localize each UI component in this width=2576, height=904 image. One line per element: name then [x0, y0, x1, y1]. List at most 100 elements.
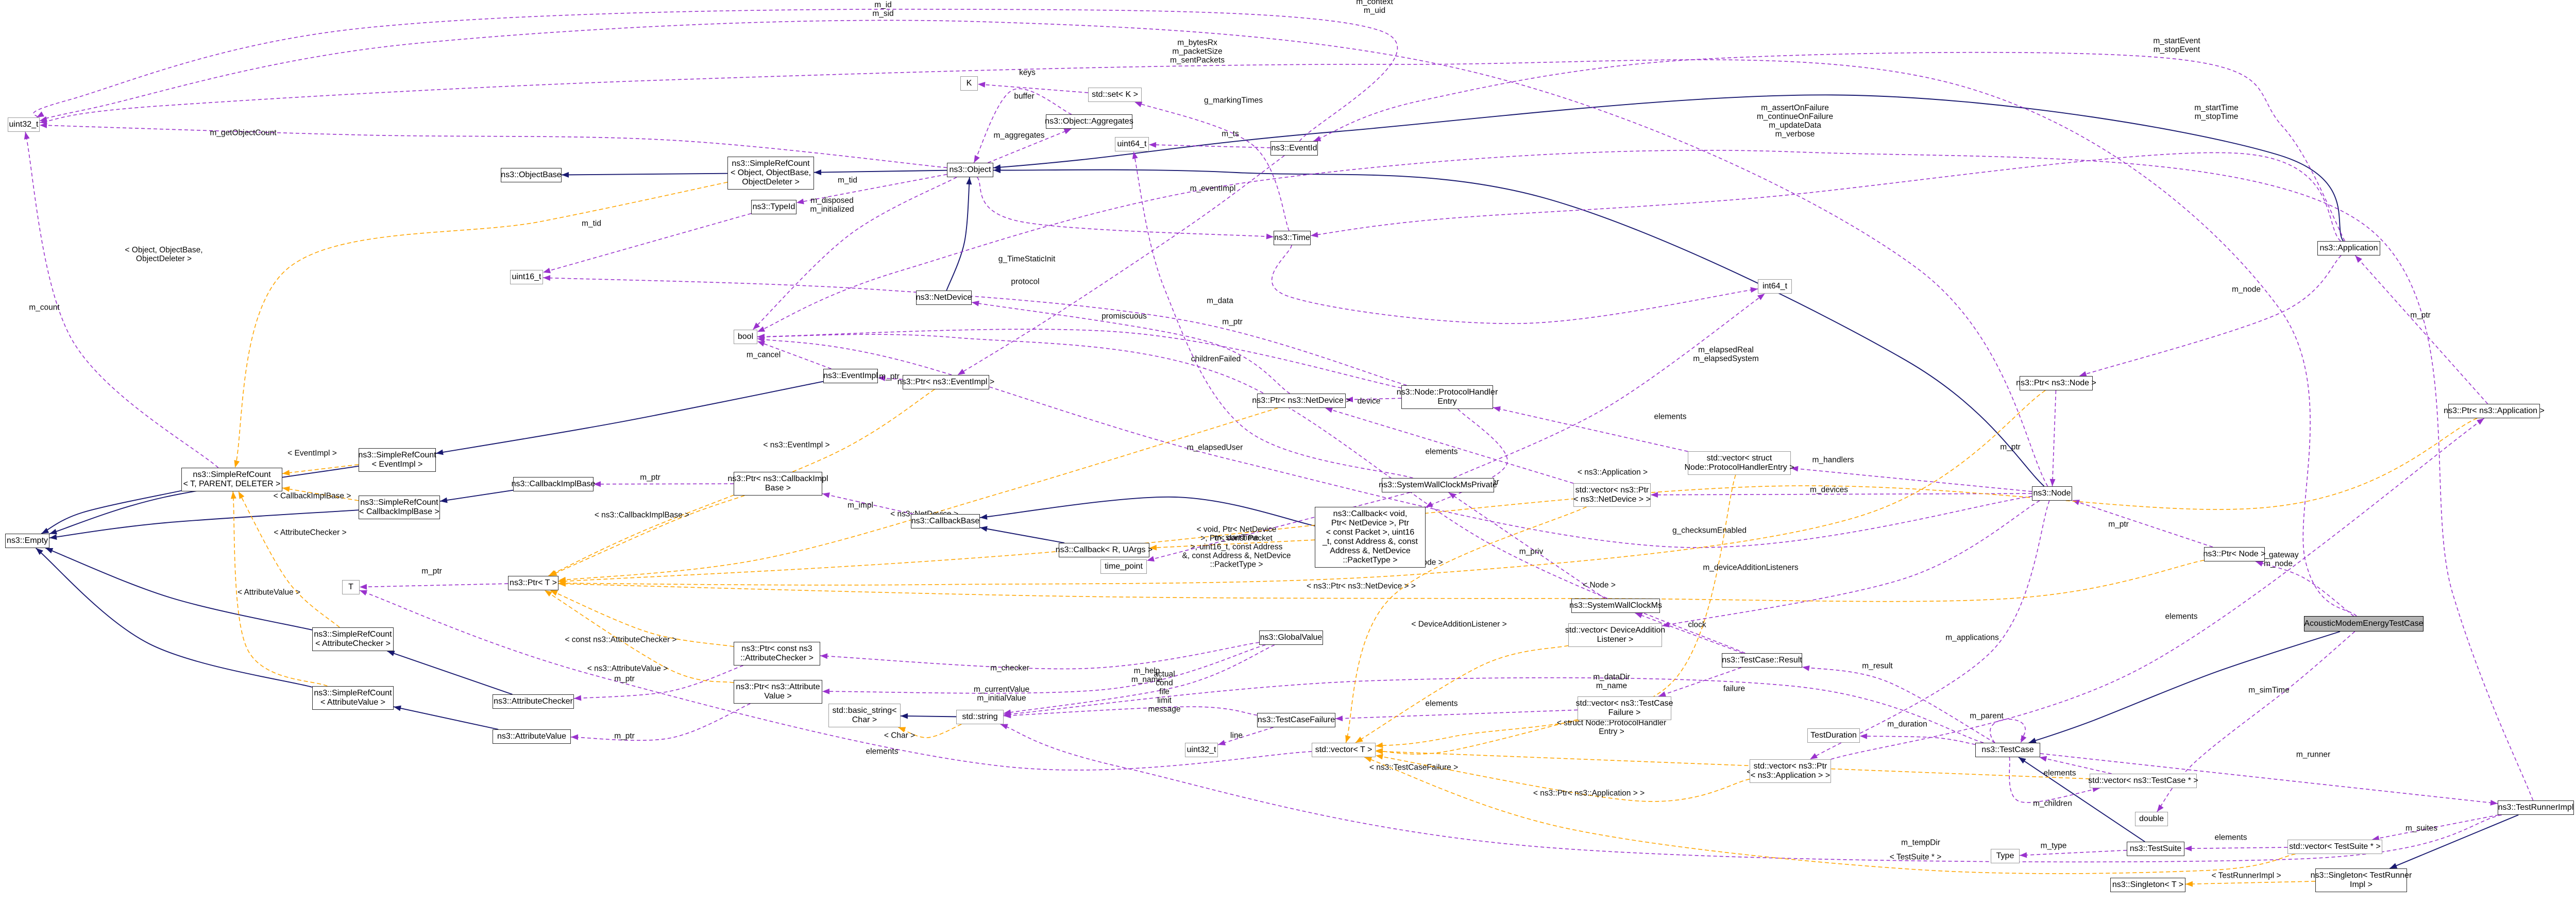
class-node-attributechecker[interactable]: ns3::AttributeChecker	[493, 694, 574, 709]
arrowhead	[238, 491, 245, 499]
class-node-singleton_t[interactable]: ns3::Singleton< T >	[2110, 878, 2185, 892]
arrowhead	[1147, 556, 1155, 562]
class-node-vec_dal[interactable]: std::vector< DeviceAddition Listener >	[1565, 623, 1665, 647]
class-node-callbackbase[interactable]: ns3::CallbackBase	[911, 514, 980, 528]
class-node-vec_phe[interactable]: std::vector< struct Node::ProtocolHandle…	[1685, 451, 1794, 475]
edge-vec_phe-vec_T	[1375, 474, 1736, 748]
class-node-eventid[interactable]: ns3::EventId	[1270, 141, 1318, 156]
class-node-testsuite[interactable]: ns3::TestSuite	[2127, 842, 2184, 856]
class-node-trimpl[interactable]: ns3::TestRunnerImpl	[2498, 800, 2574, 815]
class-node-vec_tc[interactable]: std::vector< ns3::TestCase * >	[2088, 774, 2198, 788]
edge-eventid-uint32	[33, 9, 1398, 142]
class-node-T[interactable]: T	[342, 580, 360, 594]
class-node-testduration[interactable]: TestDuration	[1807, 728, 1860, 743]
class-node-phe[interactable]: ns3::Node::ProtocolHandler Entry	[1397, 385, 1498, 409]
edge-swcmp-time_point	[1146, 492, 1411, 562]
class-node-vec_suites[interactable]: std::vector< TestSuite * >	[2287, 840, 2382, 854]
edge-src_tpd-empty	[41, 490, 182, 534]
class-node-time_point[interactable]: time_point	[1100, 559, 1147, 574]
class-node-src_eventimpl[interactable]: ns3::SimpleRefCount < EventImpl >	[358, 448, 436, 472]
class-node-vec_T[interactable]: std::vector< T >	[1312, 743, 1376, 757]
class-node-ptr_const_ac[interactable]: ns3::Ptr< const ns3 ::AttributeChecker >	[734, 642, 820, 666]
class-node-string[interactable]: std::string	[956, 710, 1004, 724]
class-node-attributevalue[interactable]: ns3::AttributeValue	[493, 729, 571, 744]
edge-phe-uint16	[543, 275, 1407, 386]
class-node-vec_tcf[interactable]: std::vector< ns3::TestCase Failure >	[1576, 696, 1673, 720]
class-node-callback_r[interactable]: ns3::Callback< R, UArgs >	[1056, 543, 1153, 557]
edge-vec_suites-vec_T	[1364, 757, 2296, 874]
class-node-vec_ptrnetdev[interactable]: std::vector< ns3::Ptr < ns3::NetDevice >…	[1573, 483, 1651, 507]
class-node-ptr_ns3node[interactable]: ns3::Ptr< ns3::Node >	[2016, 376, 2096, 390]
arrowhead	[1346, 397, 1353, 403]
class-node-swcmp[interactable]: ns3::SystemWallClockMsPrivate	[1379, 478, 1497, 492]
class-node-typeid[interactable]: ns3::TypeId	[751, 200, 796, 214]
class-node-uint64[interactable]: uint64_t	[1115, 137, 1149, 151]
edge-testsuite-testcase	[2018, 757, 2145, 842]
class-node-ptr_application[interactable]: ns3::Ptr< ns3::Application >	[2444, 404, 2545, 418]
class-node-bool[interactable]: bool	[734, 330, 757, 344]
arrowhead	[360, 584, 367, 590]
edge-src_cib-empty	[49, 509, 359, 540]
class-node-ptr_av[interactable]: ns3::Ptr< ns3::Attribute Value >	[734, 680, 822, 704]
arrowhead	[757, 341, 766, 347]
class-node-bigcb[interactable]: ns3::Callback< void, Ptr< NetDevice >, P…	[1315, 507, 1426, 568]
class-node-Type[interactable]: Type	[1991, 849, 2020, 863]
class-node-src_ac[interactable]: ns3::SimpleRefCount < AttributeChecker >	[312, 627, 394, 651]
class-node-src_tpd[interactable]: ns3::SimpleRefCount < T, PARENT, DELETER…	[181, 468, 282, 491]
class-node-time[interactable]: ns3::Time	[1274, 231, 1311, 245]
arrowhead	[2020, 852, 2027, 858]
arrowhead	[2079, 371, 2087, 377]
class-node-vec_ptrapp[interactable]: std::vector< ns3::Ptr < ns3::Application…	[1750, 759, 1831, 783]
class-node-K[interactable]: K	[960, 76, 978, 91]
class-node-ptr_cib[interactable]: ns3::Ptr< ns3::CallbackImpl Base >	[727, 472, 828, 496]
class-node-objectbase[interactable]: ns3::ObjectBase	[501, 168, 562, 182]
edge-vec_T-T	[359, 590, 1312, 771]
class-node-result[interactable]: ns3::TestCase::Result	[1722, 653, 1802, 668]
arrowhead	[2184, 845, 2192, 851]
class-node-application[interactable]: ns3::Application	[2317, 241, 2380, 255]
edge-vec_dal-vec_T	[1355, 645, 1569, 743]
class-node-double[interactable]: double	[2135, 812, 2168, 826]
class-node-ptr_netdevice[interactable]: ns3::Ptr< ns3::NetDevice >	[1252, 394, 1351, 408]
class-node-cib[interactable]: ns3::CallbackImplBase	[512, 477, 595, 491]
arrowhead	[757, 326, 766, 332]
edge-aggregates-object	[973, 88, 1072, 163]
class-node-int64[interactable]: int64_t	[1758, 279, 1792, 294]
edge-vec_ptrnetdev-vec_T	[1345, 506, 1587, 743]
class-node-globalvalue[interactable]: ns3::GlobalValue	[1259, 630, 1323, 645]
class-node-subject[interactable]: AcousticModemEnergyTestCase	[2304, 616, 2424, 632]
class-node-singleton_tri[interactable]: ns3::Singleton< TestRunner Impl >	[2311, 868, 2412, 892]
class-node-object[interactable]: ns3::Object	[947, 163, 993, 177]
class-node-eventimpl[interactable]: ns3::EventImpl	[823, 369, 878, 383]
class-node-netdevice[interactable]: ns3::NetDevice	[916, 291, 972, 305]
class-node-ptr_node2[interactable]: ns3::Ptr< Node >	[2204, 547, 2265, 561]
edge-result-swcm	[1635, 612, 1743, 654]
class-node-empty[interactable]: ns3::Empty	[5, 534, 49, 548]
class-node-setk[interactable]: std::set< K >	[1088, 88, 1142, 102]
class-node-ptr_eventimpl[interactable]: ns3::Ptr< ns3::EventImpl >	[897, 375, 994, 389]
edge-testcase-vec_tc	[2009, 757, 2100, 803]
arrowhead	[394, 705, 401, 711]
arrowhead	[545, 590, 552, 597]
edge-subject-testcase	[2028, 631, 2341, 743]
class-node-uint16[interactable]: uint16_t	[510, 270, 543, 284]
class-node-tcf[interactable]: ns3::TestCaseFailure	[1257, 713, 1335, 727]
arrowhead	[822, 492, 830, 498]
class-node-node[interactable]: ns3::Node	[2032, 486, 2072, 501]
class-node-testcase[interactable]: ns3::TestCase	[1975, 743, 2040, 757]
edge-swcm-swcmp	[1448, 492, 1605, 599]
class-node-src_av[interactable]: ns3::SimpleRefCount < AttributeValue >	[312, 686, 394, 710]
class-node-swcm[interactable]: ns3::SystemWallClockMs	[1569, 599, 1662, 613]
arrowhead	[901, 713, 908, 719]
class-node-src_cib[interactable]: ns3::SimpleRefCount < CallbackImplBase >	[359, 496, 440, 519]
class-node-uint32_2[interactable]: uint32_t	[1185, 743, 1218, 757]
edge-src_av-empty	[35, 548, 313, 688]
class-node-uint32[interactable]: uint32_t	[8, 117, 40, 132]
class-node-src_object[interactable]: ns3::SimpleRefCount < Object, ObjectBase…	[727, 157, 814, 190]
edge-src_eventimpl-src_tpd	[282, 464, 359, 476]
class-node-basic_string[interactable]: std::basic_string< Char >	[828, 704, 901, 727]
class-node-aggregates[interactable]: ns3::Object::Aggregates	[1045, 114, 1133, 129]
edge-subject-double	[2157, 631, 2355, 812]
class-node-ptr_T[interactable]: ns3::Ptr< T >	[508, 576, 558, 590]
arrowhead	[2157, 804, 2164, 812]
